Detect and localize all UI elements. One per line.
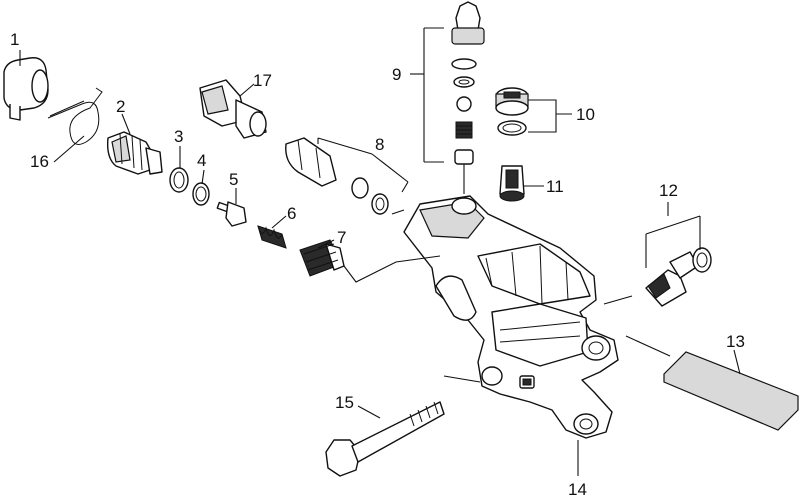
label-part-17: 17 [253, 71, 272, 90]
label-part-4: 4 [197, 151, 206, 170]
part-3-o-ring [169, 167, 189, 193]
part-1-elbow-fitting [3, 57, 49, 121]
label-part-7: 7 [337, 228, 346, 247]
label-part-5: 5 [229, 170, 238, 189]
part-4-o-ring [192, 182, 210, 206]
part-6-spring [257, 225, 287, 249]
label-part-6: 6 [287, 204, 296, 223]
label-part-2: 2 [116, 97, 125, 116]
label-part-1: 1 [10, 30, 19, 49]
part-8-nipple [285, 137, 389, 215]
part-10-plug [495, 87, 529, 136]
label-part-9: 9 [392, 65, 401, 84]
label-part-12: 12 [659, 181, 678, 200]
part-9-valve-stack [423, 1, 485, 165]
part-15-bolt [325, 401, 445, 477]
part-11-check-valve [499, 165, 525, 202]
label-part-11: 11 [546, 177, 564, 196]
part-16-spring-clip [47, 87, 103, 145]
part-12-valve-assembly [645, 247, 712, 307]
label-part-13: 13 [726, 332, 745, 351]
label-part-16: 16 [30, 152, 49, 171]
part-2-connector [106, 131, 163, 175]
label-part-14: 14 [568, 480, 587, 499]
part-5-valve-pin [216, 201, 247, 227]
label-part-15: 15 [335, 393, 354, 412]
leader-lines [19, 50, 741, 476]
label-part-8: 8 [375, 135, 384, 154]
label-part-3: 3 [174, 127, 183, 146]
part-13-strip [663, 351, 799, 431]
part-labels: 1 2 3 4 5 6 7 8 9 10 11 12 13 14 15 16 1… [10, 30, 745, 499]
part-17-quick-connector [199, 79, 267, 139]
label-part-10: 10 [576, 105, 595, 124]
pump-housing [403, 195, 619, 439]
